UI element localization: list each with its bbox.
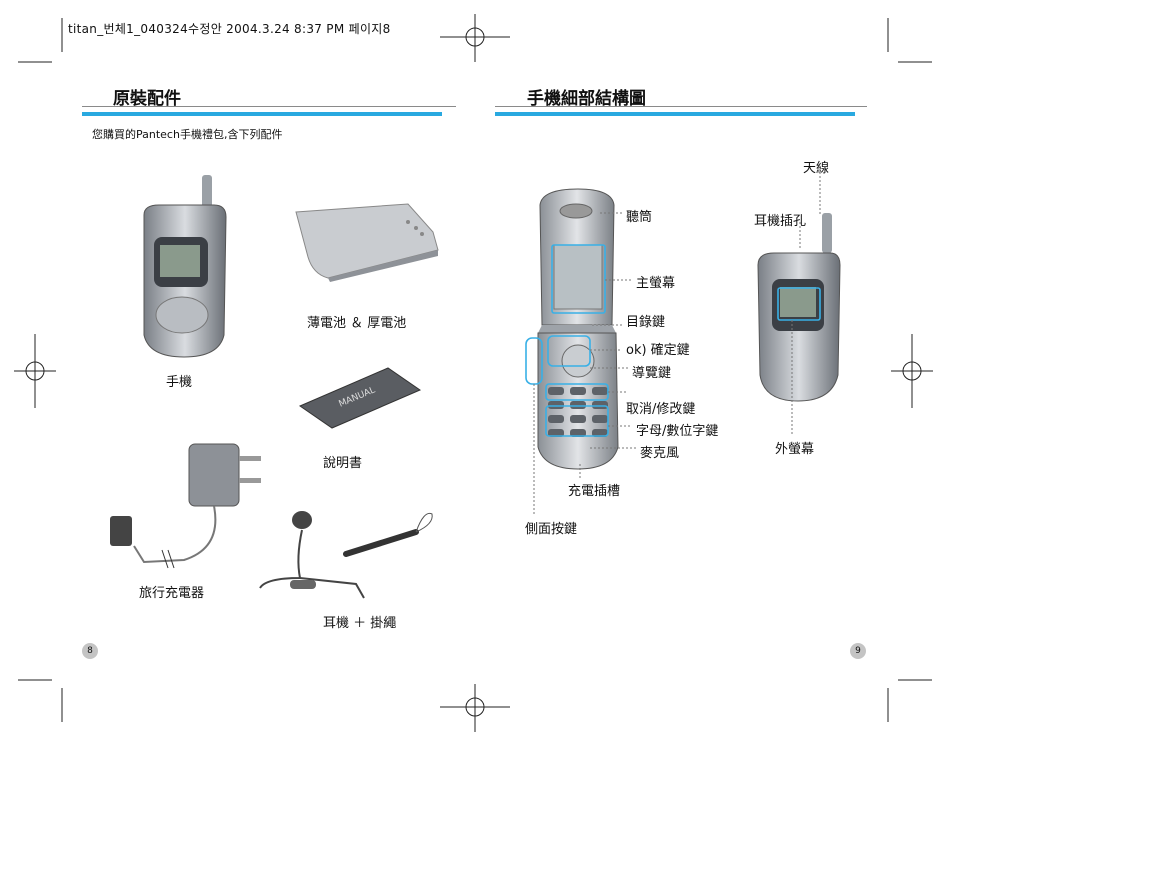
external-screen-box	[777, 287, 821, 321]
right-accent-bar	[495, 112, 855, 116]
caption-battery: 薄電池 ＆ 厚電池	[307, 316, 407, 331]
page-number-left: 8	[82, 643, 98, 659]
label-alnum-keys: 字母/數位字鍵	[636, 424, 719, 439]
left-page-title: 原裝配件	[113, 89, 181, 109]
right-title-rule	[495, 106, 867, 107]
label-earpiece: 聽筒	[626, 210, 653, 225]
side-keys-box	[525, 337, 543, 385]
left-title-rule	[82, 106, 456, 107]
charger-image	[110, 443, 261, 569]
label-menu-key: 目錄鍵	[626, 315, 666, 330]
label-external-screen: 外螢幕	[775, 442, 815, 457]
earphone-strap-image	[259, 511, 433, 599]
battery-image	[295, 203, 439, 282]
label-nav-key: 導覽鍵	[632, 366, 672, 381]
label-charge-slot: 充電插槽	[568, 484, 621, 499]
caption-phone: 手機	[166, 375, 193, 390]
label-side-keys: 側面按鍵	[525, 522, 578, 537]
caption-earphone: 耳機 ＋ 掛繩	[323, 616, 397, 631]
phone-open-diagram	[537, 188, 619, 470]
phone-closed-image	[143, 175, 227, 358]
page-number-right: 9	[850, 643, 866, 659]
intro-text: 您購買的Pantech手機禮包,含下列配件	[92, 128, 283, 141]
label-ok-key: ok) 確定鍵	[626, 343, 690, 358]
nav-keys-box	[547, 335, 591, 367]
left-accent-bar	[82, 112, 442, 116]
right-page-title: 手機細部結構圖	[527, 89, 646, 109]
label-earphone-jack: 耳機插孔	[754, 214, 807, 229]
keypad-row-box	[545, 383, 609, 401]
keypad-lower-box	[545, 405, 609, 437]
label-microphone: 麥克風	[640, 446, 680, 461]
print-slug: titan_번체1_040324수정안 2004.3.24 8:37 PM 페이…	[68, 22, 391, 36]
caption-charger: 旅行充電器	[139, 586, 205, 601]
main-screen-box	[551, 244, 606, 314]
caption-manual: 說明書	[323, 456, 363, 471]
label-antenna: 天線	[803, 161, 830, 176]
manual-image: MANUAL	[298, 367, 422, 429]
label-main-screen: 主螢幕	[636, 276, 676, 291]
label-cancel-key: 取消/修改鍵	[626, 402, 696, 417]
